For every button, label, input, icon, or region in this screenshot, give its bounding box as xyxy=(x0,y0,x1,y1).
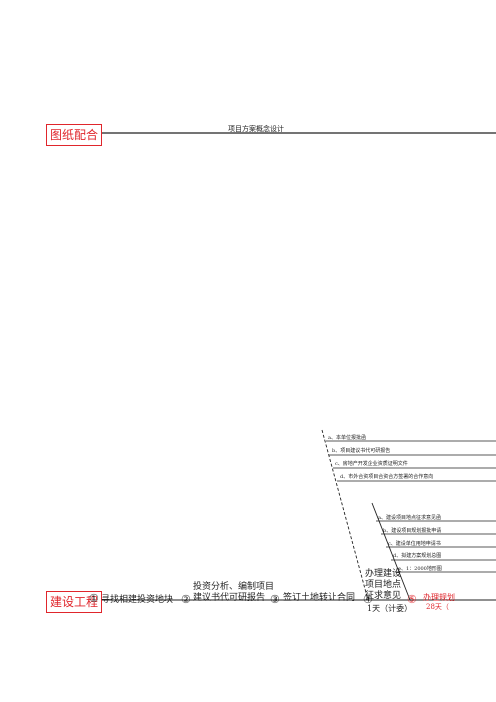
node-number-1: ① xyxy=(89,592,99,605)
node-text-1: 寻找相建投资地块 xyxy=(101,595,174,605)
node-number-4: ④ xyxy=(363,593,373,606)
node-text-2-line1: 投资分析、编制项目 xyxy=(193,582,275,592)
node-text-2-line2: 建议书代可研报告 xyxy=(193,593,266,603)
lower-branch-item: b、建设项目规划报批申请 xyxy=(383,528,442,534)
duration-label-1: 1天（计委） xyxy=(367,604,413,613)
lower-branch-item: a、建设项目地点征求意见函 xyxy=(378,515,441,521)
upper-branch-item: a、本单位报批函 xyxy=(328,435,366,441)
node-text-4-line1: 办理建设 xyxy=(365,569,402,579)
node-number-2: ② xyxy=(181,593,191,606)
construction-row-label: 建设工程 xyxy=(46,591,103,613)
node-number-5: ⑤ xyxy=(407,593,417,606)
node-text-4-line2: 项目地点 xyxy=(365,580,402,590)
node-number-3: ③ xyxy=(270,593,280,606)
duration-label-2: 28天（ xyxy=(426,603,449,611)
lower-branch-item: e、1：2000地形图 xyxy=(398,566,442,572)
drawing-row-label: 图纸配合 xyxy=(46,124,103,146)
upper-branch-item: d、市外合资项目合资合方签署的合作意向 xyxy=(340,474,434,480)
lower-branch-item: d、拟建方案规划总图 xyxy=(393,553,442,559)
upper-branch-item: c、房地产开发企业资质证明文件 xyxy=(335,461,408,467)
node-text-3: 签订土地转让合同 xyxy=(283,593,356,603)
branch-diagonal-dashed xyxy=(321,429,369,601)
lower-branch-item: c、建设单位用地申请书 xyxy=(388,541,441,547)
node-text-4-line3: 征求意见 xyxy=(365,591,402,601)
upper-branch-item: b、项目建议书代可研报告 xyxy=(332,448,391,454)
branch-diagonal-solid xyxy=(371,502,411,601)
drawing-line-caption: 项目方案概念设计 xyxy=(228,125,284,133)
node-text-5: 办理规划 xyxy=(423,593,455,602)
